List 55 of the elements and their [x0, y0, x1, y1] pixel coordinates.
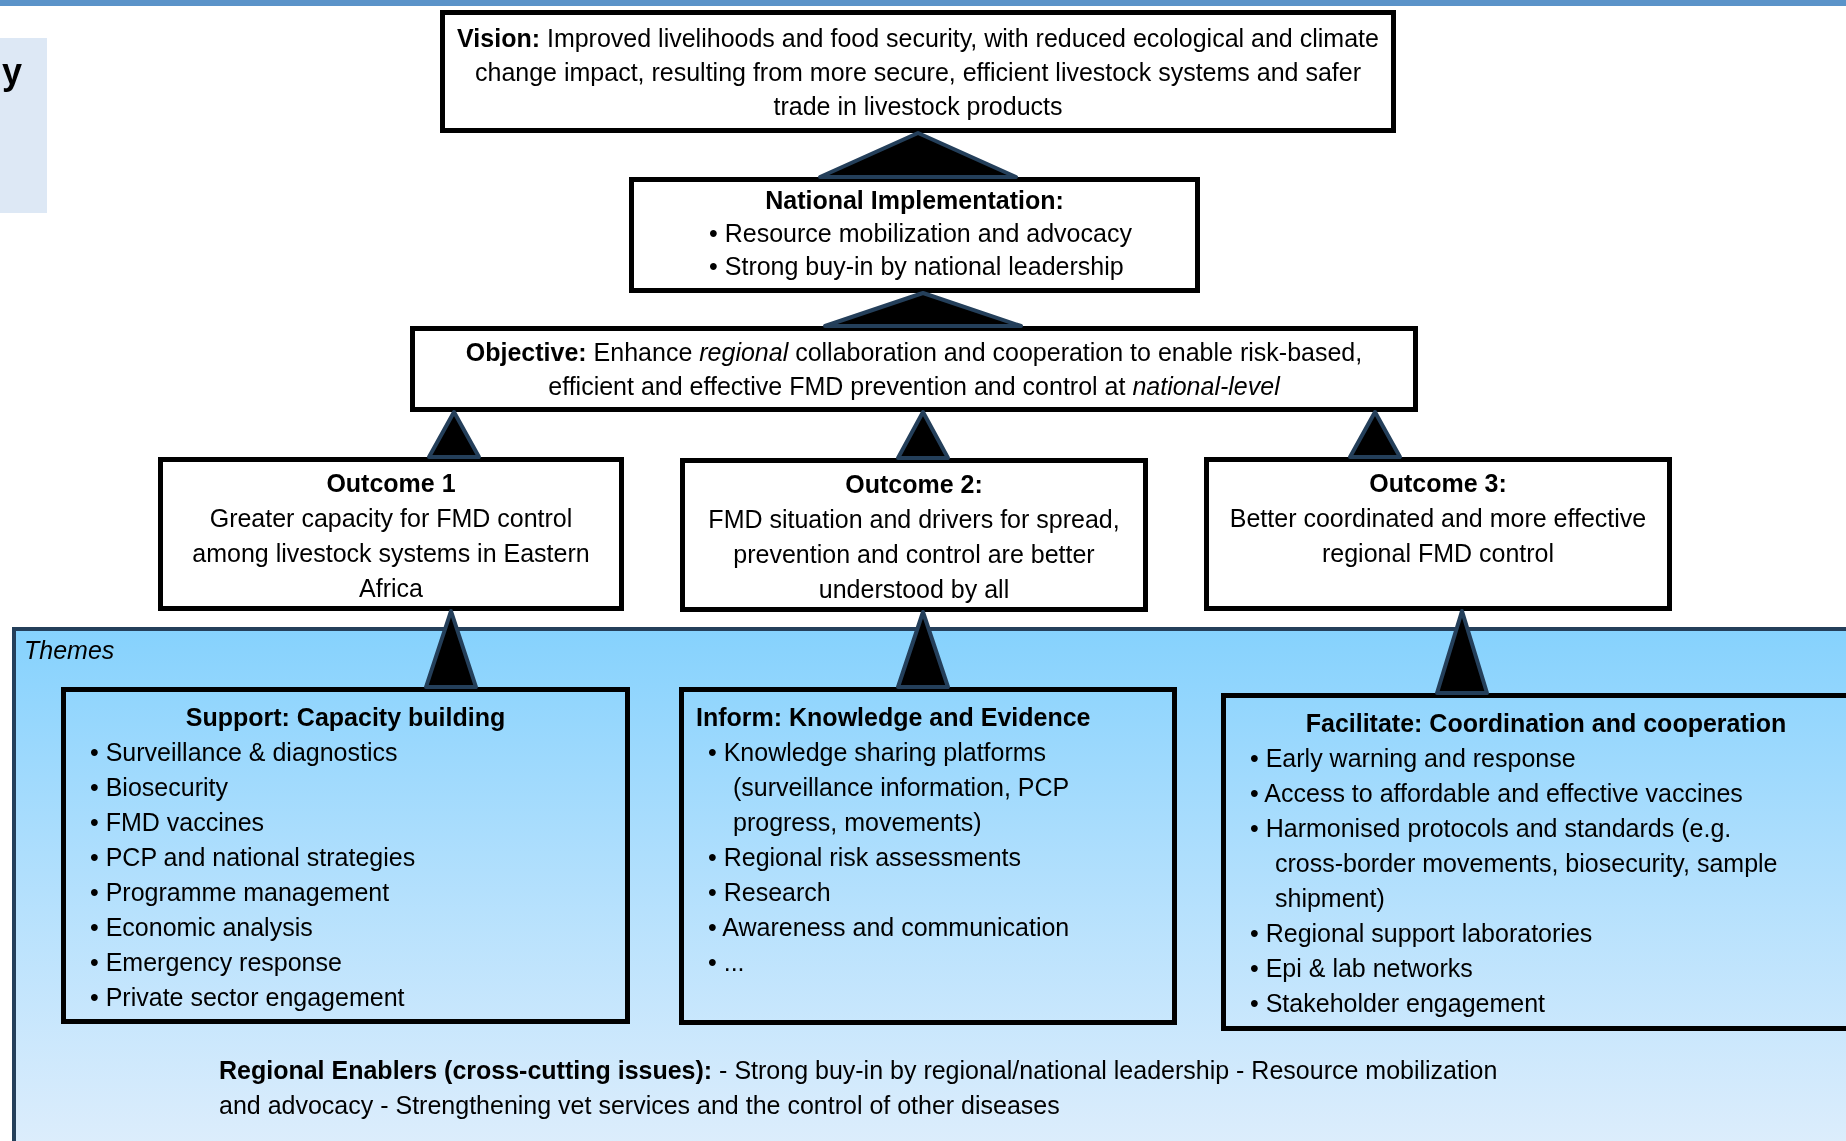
arrow [427, 410, 481, 459]
bullet-item: • Surveillance & diagnostics [90, 737, 399, 768]
box-heading: Inform: Knowledge and Evidence [696, 702, 1092, 733]
arrow [1435, 609, 1489, 695]
outcome-text: Better coordinated and more effective regional FMD control [1228, 503, 1648, 569]
bullet-item: • PCP and national strategies [90, 842, 417, 873]
bullet-item: • Early warning and response [1250, 743, 1577, 774]
bullet-item: • Biosecurity [90, 772, 229, 803]
statement-text: Objective: Enhance regional collaboration and cooperation to enable risk-based, efficient and effective FMD prevention and control at national-level [464, 337, 1364, 402]
bullet-item: • Resource mobilization and advocacy [709, 218, 1132, 249]
box-heading: Outcome 1 [326, 468, 456, 499]
box-heading: Facilitate: Coordination and cooperation [1305, 708, 1787, 739]
vision-box [440, 10, 1396, 133]
bullet-item: • Regional risk assessments [708, 842, 1023, 873]
arrow [823, 291, 1023, 328]
box-heading: National Implementation: [765, 185, 1064, 216]
box-heading: Outcome 3: [1369, 468, 1507, 499]
arrow [818, 131, 1018, 179]
themes-panel [12, 627, 1846, 1141]
bullet-item: • Stakeholder engagement [1250, 988, 1547, 1019]
bullet-item: • Programme management [90, 877, 391, 908]
bullet-item: • Emergency response [90, 947, 343, 978]
bullet-item: • FMD vaccines [90, 807, 266, 838]
implementation-box [629, 177, 1200, 293]
partial-text: y [2, 52, 23, 92]
bullet-item: • Research [708, 877, 832, 908]
enablers-text: Regional Enablers (cross-cutting issues): - Strong buy-in by regional/national leadership - Resource mobilization and advocacy - Strengthening vet services and the control of other diseases [219, 1055, 1499, 1121]
arrow [896, 410, 950, 460]
bullet-item: • Harmonised protocols and standards (e.g. cross-border movements, biosecurity, sample shipment) [1250, 813, 1779, 914]
outcome-box [1204, 457, 1672, 611]
arrow [424, 609, 478, 689]
outcome-box [680, 458, 1148, 612]
bullet-item: • Access to affordable and effective vaccines [1250, 778, 1744, 809]
bullet-item: • ... [708, 947, 746, 978]
bullet-item: • Strong buy-in by national leadership [709, 251, 1125, 282]
box-heading: Support: Capacity building [185, 702, 506, 733]
bullet-item: • Economic analysis [90, 912, 314, 943]
bullet-item: • Awareness and communication [708, 912, 1071, 943]
outcome-text: FMD situation and drivers for spread, prevention and control are better understood by all [707, 504, 1121, 605]
theme-box [1221, 693, 1846, 1031]
bullet-item: • Private sector engagement [90, 982, 406, 1013]
box-heading: Outcome 2: [845, 469, 983, 500]
panel-title: Themes [24, 635, 115, 666]
bullet-item: • Epi & lab networks [1250, 953, 1474, 984]
bullet-item: • Knowledge sharing platforms (surveillance information, PCP progress, movements) [708, 737, 1070, 838]
outcome-text: Greater capacity for FMD control among livestock systems in Eastern Africa [191, 503, 591, 604]
theme-box [61, 687, 630, 1024]
bullet-item: • Regional support laboratories [1250, 918, 1594, 949]
theme-box [679, 687, 1177, 1025]
arrow [1348, 410, 1402, 459]
outcome-box [158, 457, 624, 611]
arrow [896, 610, 950, 689]
side-panel [0, 38, 47, 213]
objective-box [410, 326, 1418, 412]
statement-text: Vision: Improved livelihoods and food security, with reduced ecological and climate change impact, resulting from more secure, efficient livestock systems and safer trade in livestock products [457, 22, 1379, 122]
